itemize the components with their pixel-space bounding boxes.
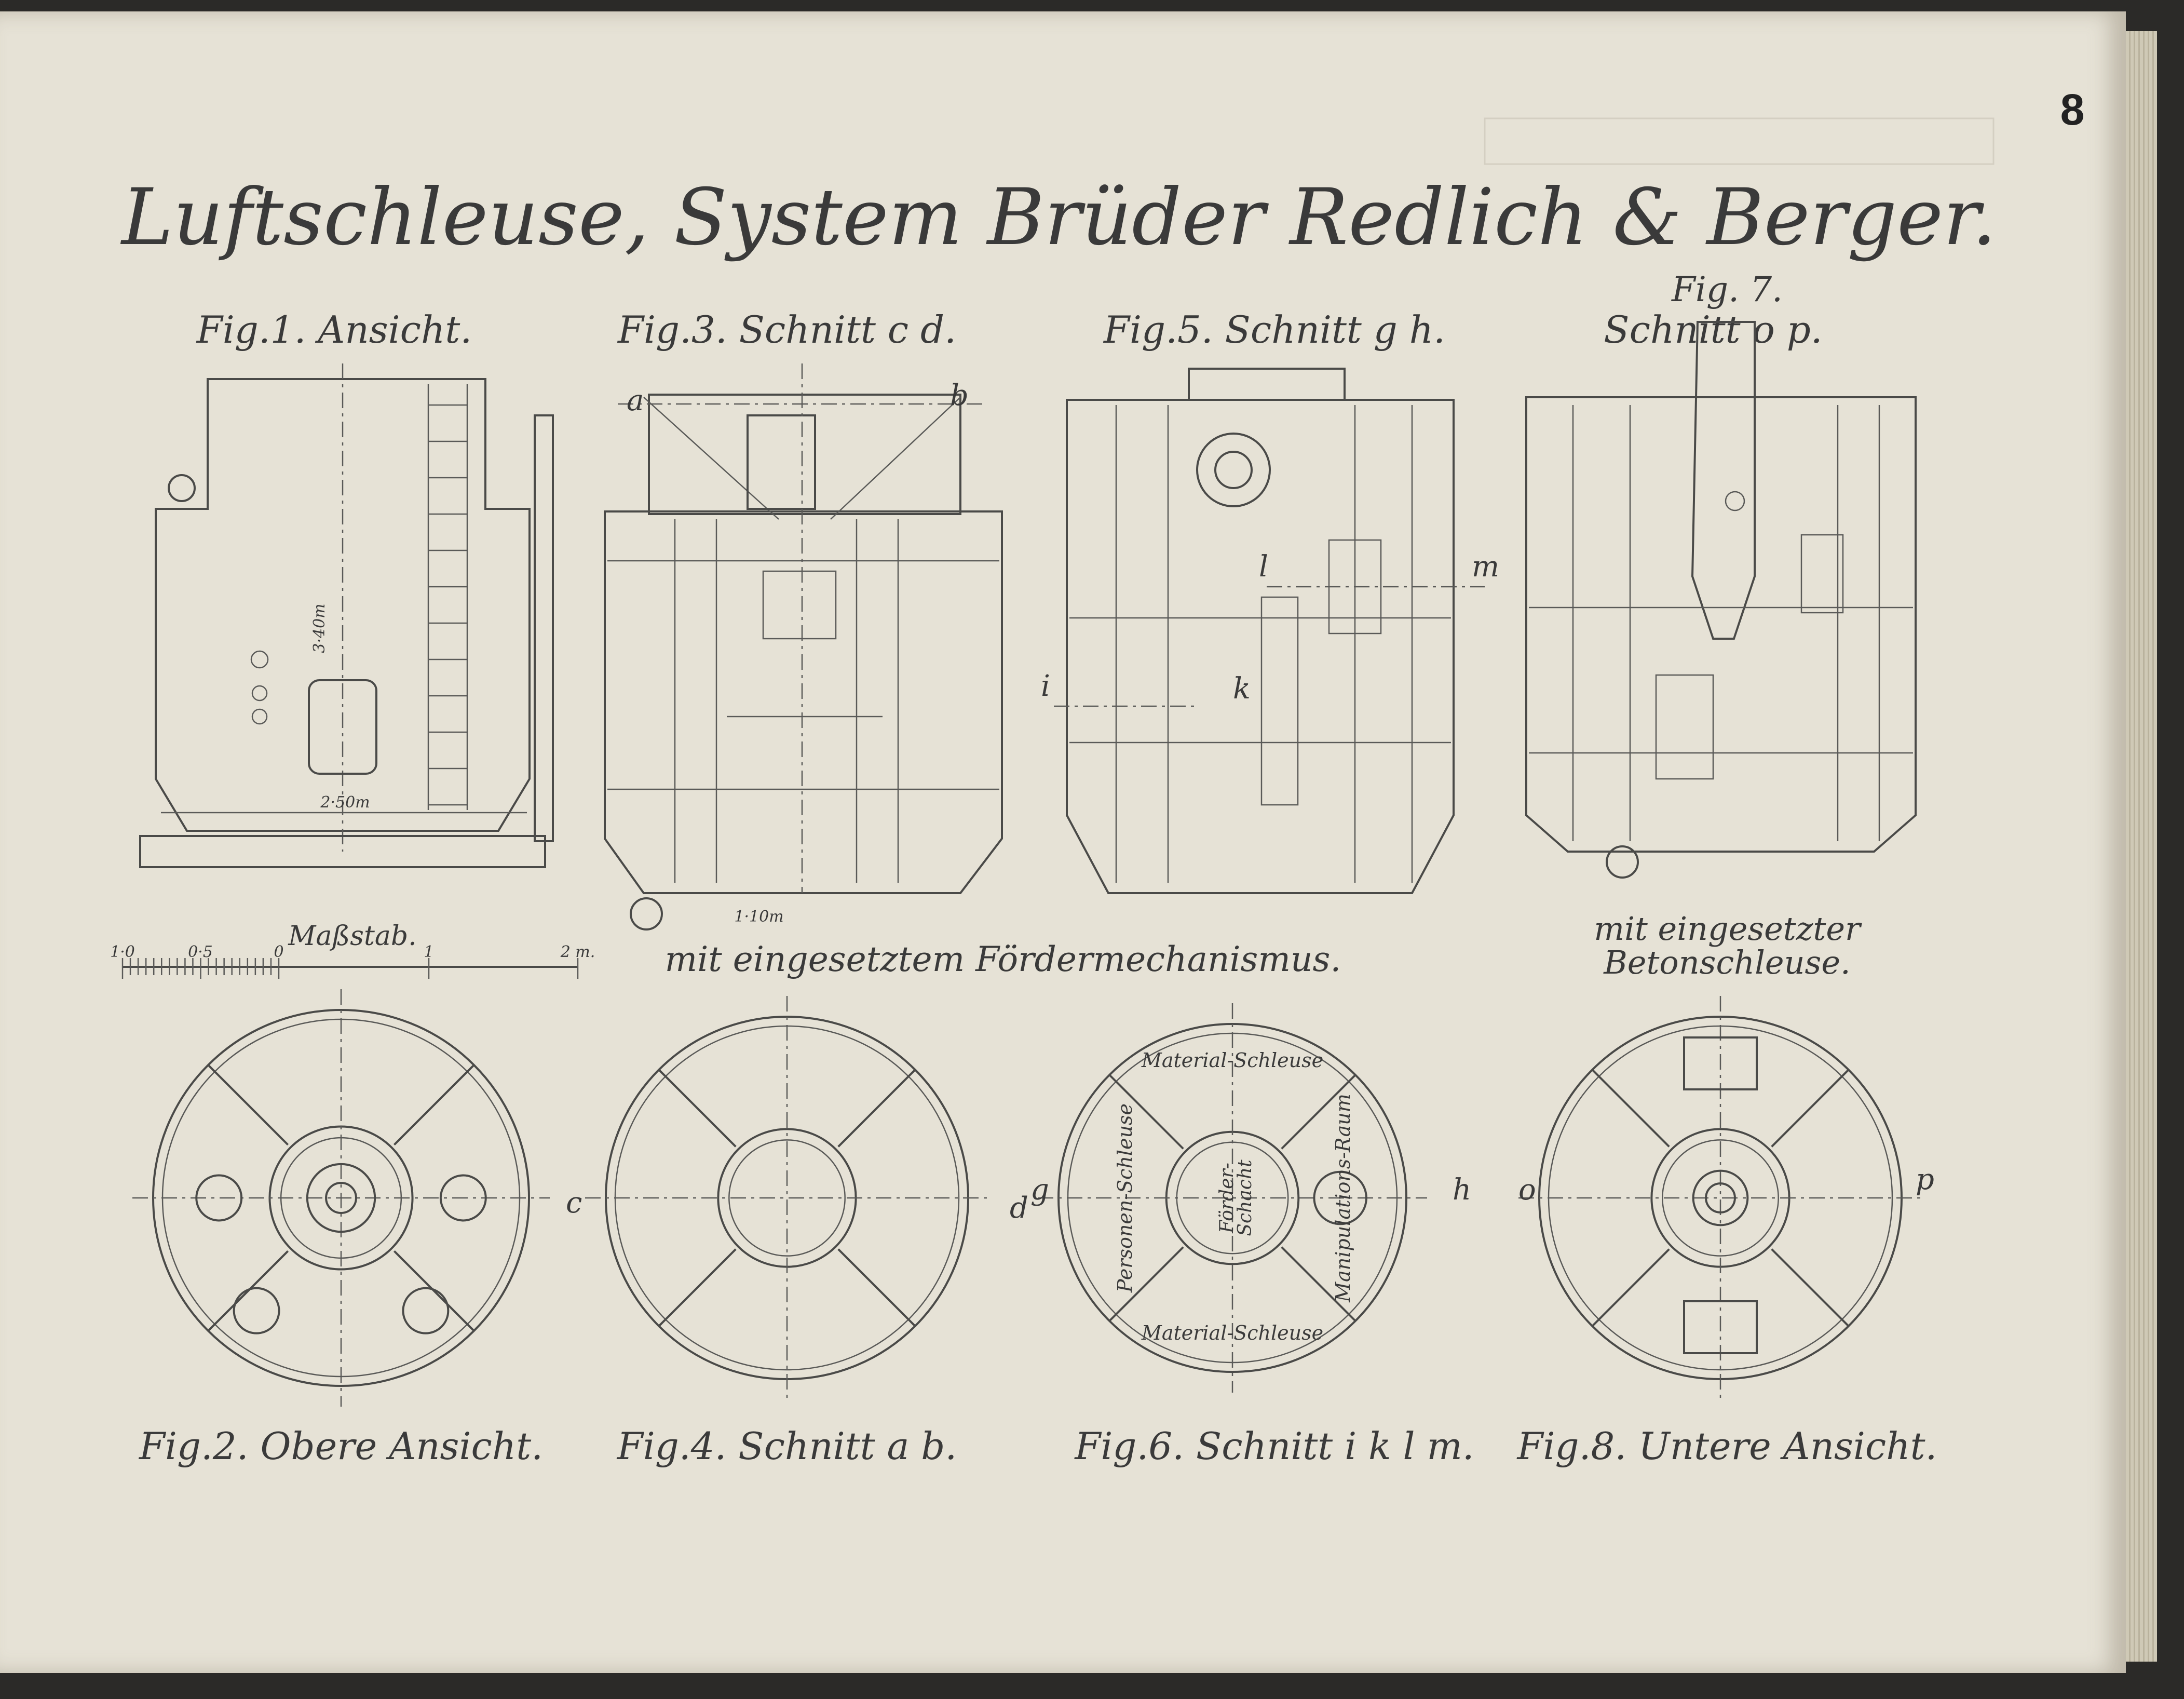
section-letter-g: g: [1030, 1173, 1049, 1207]
scale-tick-label: 1·0: [110, 943, 135, 961]
page-sheet: [0, 11, 2126, 1673]
section-letter-b: b: [950, 379, 969, 412]
section-letter-k: k: [1233, 672, 1251, 706]
fig5-section: i k l m: [1041, 368, 1499, 894]
caption-foerdermechanismus: mit eingesetztem Fördermechanismus.: [665, 939, 1341, 979]
section-letter-m: m: [1472, 550, 1499, 584]
room-foerder-2: Schacht: [1235, 1159, 1256, 1236]
scale-tick-label: 0: [274, 943, 283, 961]
scale-title: Maßstab.: [288, 921, 416, 952]
caption-beton-line2: Betonschleuse.: [1603, 943, 1851, 981]
fig4-plan: [585, 996, 989, 1400]
fig3-section: 1·10m a b: [604, 363, 1003, 931]
section-letter-l: l: [1259, 550, 1268, 584]
scale-tick-label: 0·5: [188, 943, 213, 961]
fig6-room-labels: Material-Schleuse Material-Schleuse Pers…: [1114, 1049, 1354, 1344]
room-foerder-1: Förder-: [1216, 1163, 1238, 1234]
fig2-label: Fig.2. Obere Ansicht.: [138, 1424, 543, 1468]
fig7-number: Fig. 7.: [1671, 269, 1783, 309]
scale-tick-label: 1: [424, 943, 433, 961]
fig1-elevation: 3·40m 2·50m: [139, 363, 554, 868]
fig8-label: Fig.8. Untere Ansicht.: [1516, 1424, 1937, 1468]
section-letter-d: d: [1010, 1191, 1028, 1225]
section-letter-p: p: [1916, 1163, 1934, 1196]
section-letter-c: c: [566, 1186, 582, 1220]
fig1-width-dimension: 2·50m: [320, 793, 370, 812]
room-manipulation: Manipulations-Raum: [1332, 1094, 1354, 1303]
scale-tick-label: 2 m.: [560, 943, 595, 961]
fig7-section: [1525, 321, 1917, 879]
fig6-plan: [1038, 1003, 1427, 1393]
room-personen: Personen-Schleuse: [1114, 1103, 1136, 1293]
section-letter-a: a: [627, 384, 644, 417]
section-letter-o: o: [1518, 1173, 1536, 1207]
scale-bar: Maßstab. 1·0 0·5 0 1 2 m.: [110, 921, 595, 979]
section-letter-h: h: [1453, 1173, 1471, 1207]
fig1-label: Fig.1. Ansicht.: [196, 308, 472, 352]
fig2-plan: [132, 989, 550, 1407]
page-edges: [2126, 31, 2157, 1662]
fig5-label: Fig.5. Schnitt g h.: [1103, 308, 1445, 352]
plate-title: Luftschleuse, System Brüder Redlich & Be…: [120, 172, 1997, 263]
fig6-label: Fig.6. Schnitt i k l m.: [1074, 1424, 1474, 1468]
room-material-top: Material-Schleuse: [1141, 1049, 1323, 1072]
fig3-label: Fig.3. Schnitt c d.: [617, 308, 956, 352]
section-letter-i: i: [1041, 669, 1050, 703]
fig3-inner-dimension: 1·10m: [734, 908, 783, 926]
fig4-label: Fig.4. Schnitt a b.: [616, 1424, 957, 1468]
fig1-height-dimension: 3·40m: [310, 603, 329, 653]
label-box: [1484, 117, 1995, 165]
fig7-label: Schnitt o p.: [1604, 308, 1822, 352]
page-number: 8: [2060, 85, 2085, 134]
room-material-bottom: Material-Schleuse: [1141, 1322, 1323, 1344]
fig8-plan: [1518, 996, 1922, 1400]
caption-beton-line1: mit eingesetzter: [1594, 910, 1862, 948]
